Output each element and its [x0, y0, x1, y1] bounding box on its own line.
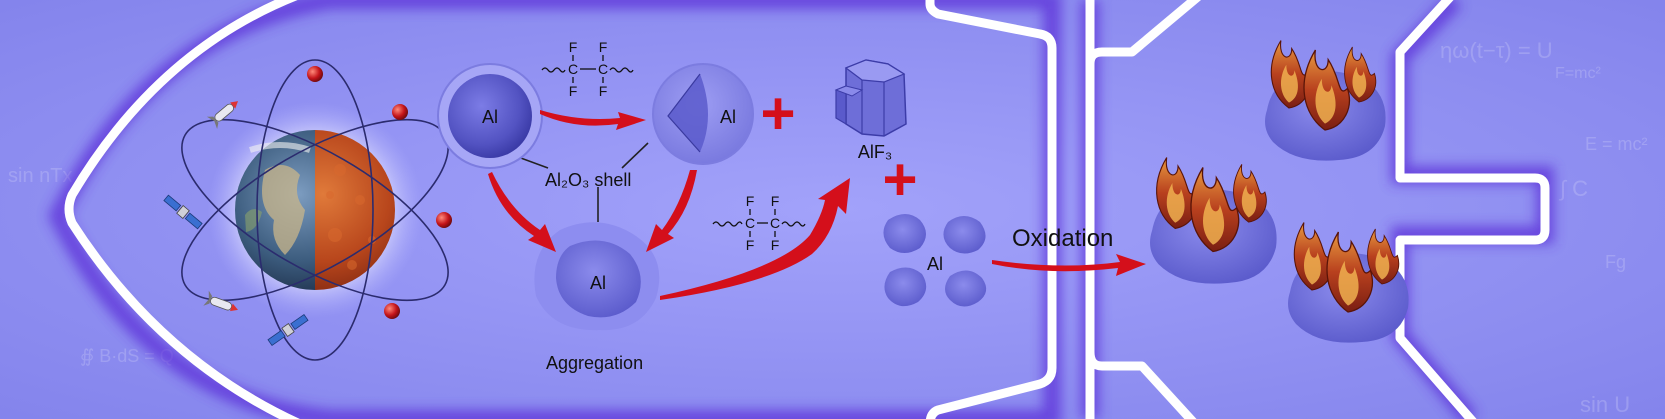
formula-text: sin nTx [8, 165, 72, 187]
burning-particle [1150, 157, 1277, 284]
arrow-cut-to-aggregation [646, 170, 697, 252]
formula-text: Fg [1605, 252, 1626, 272]
fluorocarbon-molecule: F F C C F F [712, 193, 806, 253]
molecule-f-top: F [771, 193, 780, 209]
body-left-outline [925, 0, 1057, 419]
nose-outline [64, 0, 300, 419]
al-particle [884, 267, 927, 307]
al-small-particles [883, 214, 987, 307]
arrow-oxidation [992, 254, 1146, 276]
satellite-icon [163, 194, 203, 230]
formula-text: sin U [1580, 392, 1630, 417]
tail-outline [1395, 0, 1550, 419]
flame-icon [1190, 167, 1240, 253]
body-mid-bottom-outline [1085, 351, 1197, 419]
reaction-arrows [488, 110, 1146, 300]
electron-icon [307, 66, 323, 82]
molecule-carbon: C [745, 215, 755, 231]
body-mid-top-outline [1085, 0, 1202, 65]
formula-text: ∫ C [1558, 176, 1588, 201]
plus-sign: + [760, 80, 795, 147]
formula-text: ηω(t−τ) = U [1440, 38, 1553, 63]
alf3-label: AlF₃ [858, 142, 892, 162]
electron-icon [436, 212, 452, 228]
al-particle [945, 270, 987, 307]
molecule-f-bottom: F [771, 237, 780, 253]
rocket-icon [203, 290, 238, 312]
al-aggregate-label: Al [590, 273, 606, 293]
formula-text: E = mc² [1585, 134, 1648, 154]
molecule-f-top: F [569, 39, 578, 55]
flame-icon [1233, 164, 1267, 223]
fluorocarbon-molecule: F F C C F F [541, 39, 634, 99]
arrow-oxidize-to-cut [540, 110, 646, 130]
oxidation-label: Oxidation [1012, 225, 1113, 252]
al-sphere-label: Al [482, 107, 498, 127]
burning-particle [1265, 40, 1386, 161]
molecule-f-top: F [746, 193, 755, 209]
burning-particles [1150, 40, 1409, 343]
rocket-outline [64, 0, 1550, 419]
al-particle [883, 214, 926, 253]
molecule-f-bottom: F [599, 83, 608, 99]
flame-icon [1156, 157, 1198, 229]
molecule-carbon: C [568, 61, 578, 77]
flame-icon [1270, 40, 1311, 109]
electron-orbits [181, 59, 449, 361]
earth-sun-icon [235, 130, 395, 290]
plus-sign: + [882, 146, 917, 213]
aggregation-label: Aggregation [546, 353, 643, 373]
arrow-to-aggregation [488, 172, 556, 252]
al-aggregate-particle: Al [534, 222, 660, 331]
flame-icon [1303, 49, 1350, 131]
molecule-carbon: C [770, 215, 780, 231]
electron-icon [392, 104, 408, 120]
al-core-shell-particle: Al [437, 63, 543, 169]
al-cut-sphere-particle: Al [652, 63, 754, 165]
arrow-fluorination [660, 178, 850, 300]
shell-label: Al₂O₃ shell [545, 170, 631, 190]
al-particle [943, 216, 986, 254]
earth-sun-atom [163, 59, 452, 361]
electron-icons [307, 66, 452, 319]
formula-text: F=mc² [1555, 65, 1601, 82]
burning-particle [1288, 222, 1409, 343]
flame-icon [1367, 228, 1400, 285]
al-particles-label: Al [927, 254, 943, 274]
flame-icon [1344, 46, 1377, 103]
molecule-carbon: C [598, 61, 608, 77]
satellite-icon [267, 313, 309, 347]
alf3-crystal [834, 59, 907, 137]
al-cut-sphere-label: Al [720, 107, 736, 127]
electron-icon [384, 303, 400, 319]
molecule-f-top: F [599, 39, 608, 55]
molecule-f-bottom: F [746, 237, 755, 253]
molecule-f-bottom: F [569, 83, 578, 99]
rocket-icon [206, 101, 239, 130]
flame-icon [1326, 231, 1373, 313]
